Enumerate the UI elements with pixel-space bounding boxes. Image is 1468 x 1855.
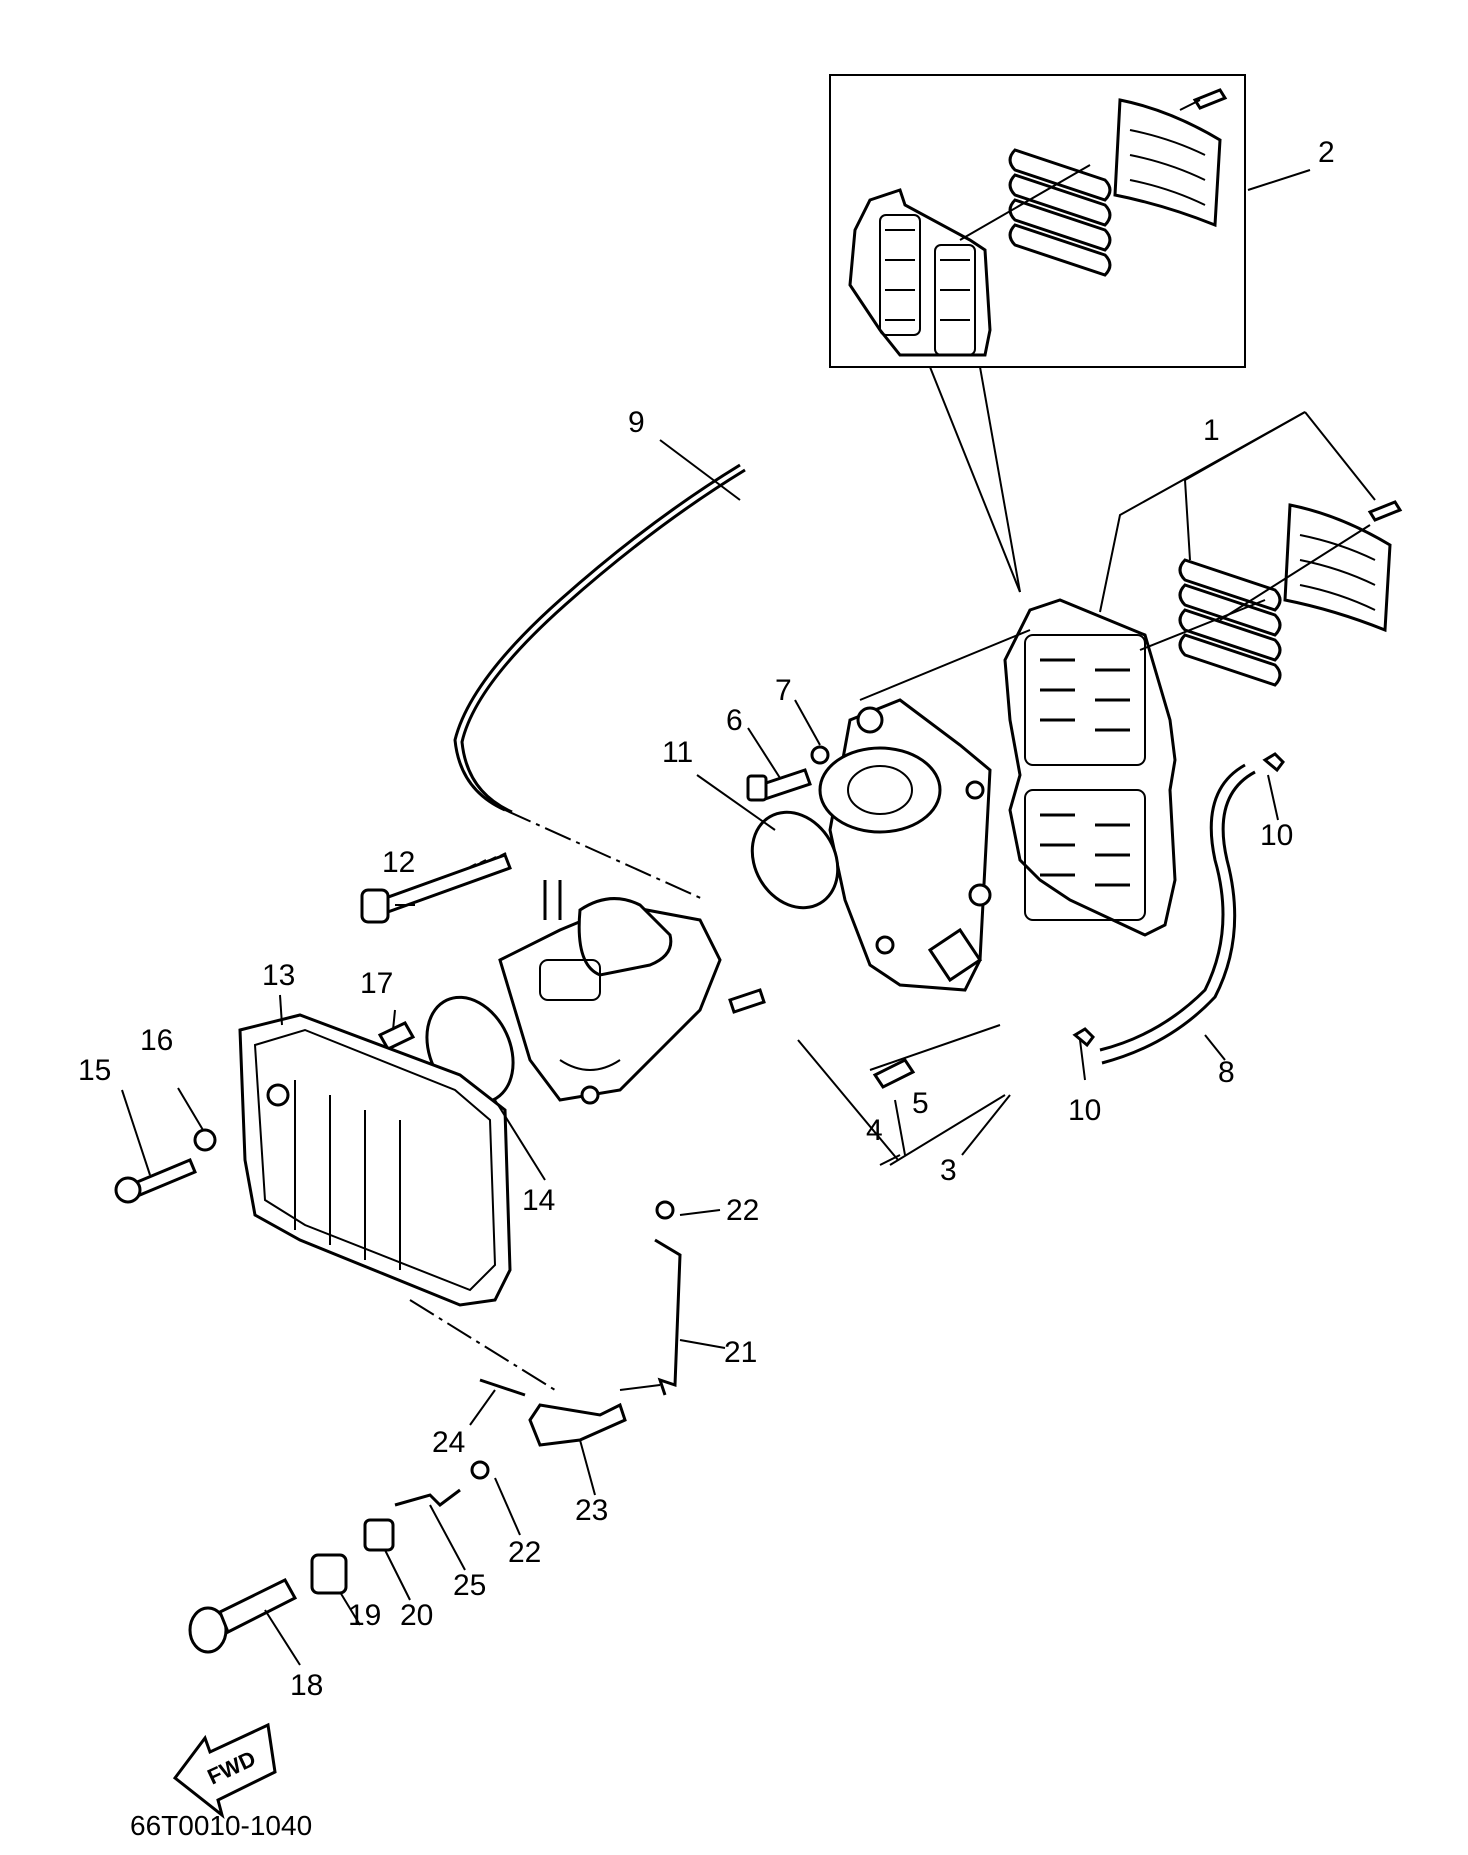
part-label-7: 7 <box>775 674 792 707</box>
part-label-4: 4 <box>866 1114 883 1147</box>
part-label-25: 25 <box>453 1569 486 1602</box>
part-label-22-top: 22 <box>726 1194 759 1227</box>
clip-part-10 <box>1262 752 1285 773</box>
fwd-arrow-icon: FWD <box>172 1722 277 1819</box>
pin-part-24 <box>479 1378 526 1397</box>
silencer-part-13 <box>238 1013 512 1307</box>
part-label-3: 3 <box>940 1154 957 1187</box>
grommet-part-19 <box>310 1553 348 1595</box>
drawing-code: 66T0010-1040 <box>130 1810 312 1841</box>
washer-part-16 <box>193 1128 217 1152</box>
carburetor <box>498 880 722 1105</box>
hose-part-8 <box>1099 763 1246 1052</box>
leader-lines <box>121 169 1311 1666</box>
part-label-11: 11 <box>662 736 693 769</box>
part-label-14: 14 <box>522 1184 555 1217</box>
washer-part-7 <box>810 745 830 765</box>
intake-manifold <box>818 698 992 992</box>
part-label-20: 20 <box>400 1599 433 1632</box>
hose-part-9 <box>453 463 741 812</box>
bolt-part-4 <box>728 988 766 1014</box>
part-label-18: 18 <box>290 1669 323 1702</box>
rod-part-21 <box>654 1238 682 1396</box>
part-label-21: 21 <box>724 1336 757 1369</box>
part-label-16: 16 <box>140 1024 173 1057</box>
part-label-9: 9 <box>628 406 645 439</box>
clip-part-22 <box>470 1460 490 1480</box>
part-label-2: 2 <box>1318 136 1335 169</box>
part-label-15: 15 <box>78 1054 111 1087</box>
bolt-part-12 <box>360 852 512 924</box>
part-label-5: 5 <box>912 1087 929 1120</box>
part-label-17: 17 <box>360 967 393 1000</box>
part-label-12: 12 <box>382 846 415 879</box>
part-label-6: 6 <box>726 704 743 737</box>
part-label-10-bottom: 10 <box>1068 1094 1101 1127</box>
part-label-22-bottom: 22 <box>508 1536 541 1569</box>
link-part-25 <box>394 1488 461 1507</box>
bolt-part-6 <box>746 768 812 802</box>
part-label-13: 13 <box>262 959 295 992</box>
inset-callout-line <box>979 366 1021 593</box>
clip-part-10 <box>1072 1027 1095 1048</box>
lever-part-23 <box>528 1402 627 1447</box>
inset-callout-line <box>929 366 1021 593</box>
bushing-part-20 <box>363 1518 395 1552</box>
pin-part-17 <box>377 1021 416 1051</box>
knob-part-18 <box>188 1578 298 1654</box>
part-label-10-top: 10 <box>1260 819 1293 852</box>
part-label-19: 19 <box>348 1599 381 1632</box>
reed-valve-plate <box>1003 598 1177 937</box>
clip-part-22 <box>655 1200 675 1220</box>
part-label-1: 1 <box>1203 414 1220 447</box>
part-label-23: 23 <box>575 1494 608 1527</box>
reed-valve-inset <box>829 74 1246 368</box>
part-label-24: 24 <box>432 1426 465 1459</box>
part-label-8: 8 <box>1218 1056 1235 1089</box>
screw-part-15 <box>114 1158 197 1204</box>
reed-petals <box>1178 500 1403 687</box>
fitting-part-5 <box>872 1058 916 1089</box>
gasket-part-11 <box>750 810 840 910</box>
